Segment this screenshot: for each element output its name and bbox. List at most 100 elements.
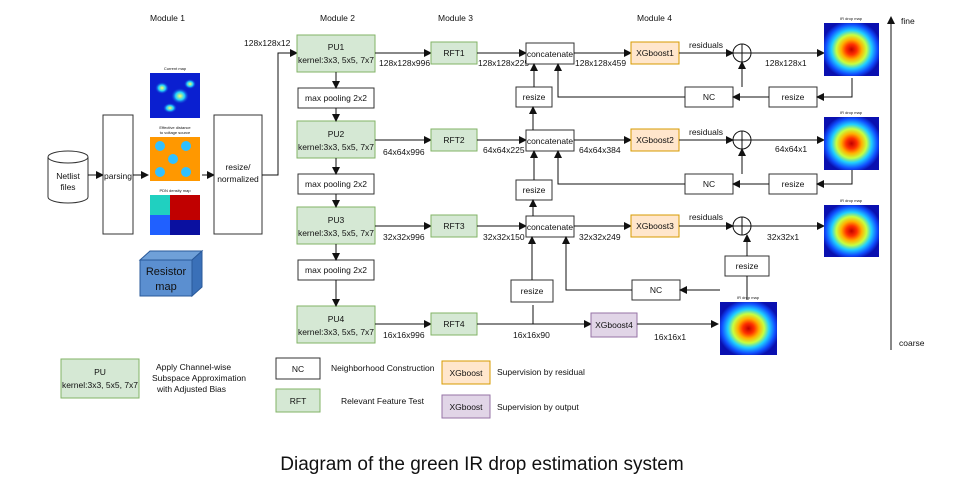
legend-pu-desc-1: Apply Channel-wise [156, 362, 231, 372]
residuals-3-label: residuals [689, 212, 723, 222]
xgboost4-label: XGboost4 [595, 320, 633, 330]
resize-concat-arrows [528, 63, 538, 280]
pu1-box: PU1 kernel:3x3, 5x5, 7x7 [296, 34, 376, 73]
rft2-label: RFT2 [443, 135, 465, 145]
ir-map-4 [720, 302, 777, 355]
rft2-out-dim: 64x64x225 [483, 145, 525, 155]
module3-label: Module 3 [438, 13, 473, 23]
module2-label: Module 2 [320, 13, 355, 23]
netlist-files-cylinder: Netlist files [47, 150, 89, 204]
ir-map-4-title: IR drop map [737, 295, 760, 300]
legend-xgb-output-box [441, 394, 491, 419]
ir-map-2-title: IR drop map [840, 110, 863, 115]
nc-2-label: NC [703, 179, 715, 189]
ir-map-2 [824, 117, 879, 170]
resize-2-label: resize [523, 185, 546, 195]
concatenate-3-label: concatenate [527, 222, 574, 232]
sum-output-arrows [751, 49, 825, 230]
effective-distance-image [150, 137, 200, 181]
pu2-out-dim: 64x64x996 [383, 147, 425, 157]
pu2-box: PU2 kernel:3x3, 5x5, 7x7 [296, 120, 376, 159]
pdn-density-image [150, 195, 200, 235]
final-dim-1: 128x128x1 [765, 58, 807, 68]
current-map-image [150, 73, 200, 118]
coarse-label: coarse [899, 338, 925, 348]
legend-xgb-output-label: XGboost [449, 402, 483, 412]
resize-normalized-box [213, 114, 263, 235]
nc-1-label: NC [703, 92, 715, 102]
max-pool-1-label: max pooling 2x2 [305, 93, 367, 103]
pu3-kernel: kernel:3x3, 5x5, 7x7 [298, 228, 374, 238]
rft3-label: RFT3 [443, 221, 465, 231]
nc-3-label: NC [650, 285, 662, 295]
feedback-arrows [554, 61, 853, 300]
pu4-name: PU4 [328, 314, 345, 324]
resistor-label-2: map [155, 281, 176, 293]
module4-label: Module 4 [637, 13, 672, 23]
legend-xgb-residual-box [441, 360, 491, 385]
pu1-name: PU1 [328, 42, 345, 52]
pu-rft-arrows [375, 49, 432, 328]
legend-nc-box [275, 357, 321, 380]
cat2-out-dim: 64x64x384 [579, 145, 621, 155]
netlist-label: Netlist [56, 171, 80, 181]
normalized-label: normalized [217, 174, 259, 184]
figure-caption: Diagram of the green IR drop estimation … [280, 454, 683, 475]
resize-feedback-2-label: resize [782, 179, 805, 189]
final-dim-2: 64x64x1 [775, 144, 807, 154]
input-size-label: 128x128x12 [244, 38, 291, 48]
xgboost3-label: XGboost3 [636, 221, 674, 231]
legend-pu-name: PU [94, 367, 106, 377]
pu3-name: PU3 [328, 215, 345, 225]
current-map-label: Current map [164, 66, 187, 71]
module1-label: Module 1 [150, 13, 185, 23]
pu4-box: PU4 kernel:3x3, 5x5, 7x7 [296, 305, 376, 344]
pu4-out-dim: 16x16x996 [383, 330, 425, 340]
legend-pu-desc-3: with Adjusted Bias [156, 384, 226, 394]
sum-node-3 [732, 216, 752, 236]
rft1-out-dim: 128x128x225 [478, 58, 529, 68]
pu1-kernel: kernel:3x3, 5x5, 7x7 [298, 55, 374, 65]
legend-rft-box [275, 388, 321, 413]
resize-label: resize/ [225, 162, 251, 172]
ir-map-1 [824, 23, 879, 76]
legend-pu-box [60, 358, 140, 399]
pu2-kernel: kernel:3x3, 5x5, 7x7 [298, 142, 374, 152]
pu3-out-dim: 32x32x996 [383, 232, 425, 242]
resize-1-label: resize [523, 92, 546, 102]
legend-rft-desc: Relevant Feature Test [341, 396, 425, 406]
concatenate-1-label: concatenate [527, 49, 574, 59]
sum-node-2 [732, 130, 752, 150]
rft-concat-arrows [477, 49, 592, 328]
legend-xgb-residual-label: XGboost [449, 368, 483, 378]
legend-nc-desc: Neighborhood Construction [331, 363, 435, 373]
concat-xgboost-arrows [574, 49, 632, 230]
effective-distance-label: Effective distance [159, 125, 191, 130]
pu2-name: PU2 [328, 129, 345, 139]
final-dim-3: 32x32x1 [767, 232, 799, 242]
concatenate-2-label: concatenate [527, 136, 574, 146]
max-pool-2-label: max pooling 2x2 [305, 179, 367, 189]
resize-feedback-3-label: resize [736, 261, 759, 271]
resistor-map-cube: Resistor map [138, 249, 204, 298]
resistor-label: Resistor [146, 266, 187, 278]
max-pool-3-label: max pooling 2x2 [305, 265, 367, 275]
rft4-label: RFT4 [443, 319, 465, 329]
pu3-box: PU3 kernel:3x3, 5x5, 7x7 [296, 206, 376, 245]
legend-pu-desc-2: Subspace Approximation [152, 373, 246, 383]
cat1-out-dim: 128x128x459 [575, 58, 626, 68]
legend-pu-kernel: kernel:3x3, 5x5, 7x7 [62, 380, 138, 390]
legend-rft-label: RFT [290, 396, 307, 406]
netlist-files-label: files [60, 182, 75, 192]
sum-node-1 [732, 43, 752, 63]
xgboost2-label: XGboost2 [636, 135, 674, 145]
arrow-resize-pu1 [262, 49, 298, 176]
xgboost4-box [590, 312, 638, 338]
pu1-out-dim: 128x128x996 [379, 58, 430, 68]
final-dim-4: 16x16x1 [654, 332, 686, 342]
rft4-out-dim: 16x16x90 [513, 330, 550, 340]
legend-xgb-residual-desc: Supervision by residual [497, 367, 585, 377]
xgboost1-label: XGboost1 [636, 48, 674, 58]
rft3-out-dim: 32x32x150 [483, 232, 525, 242]
